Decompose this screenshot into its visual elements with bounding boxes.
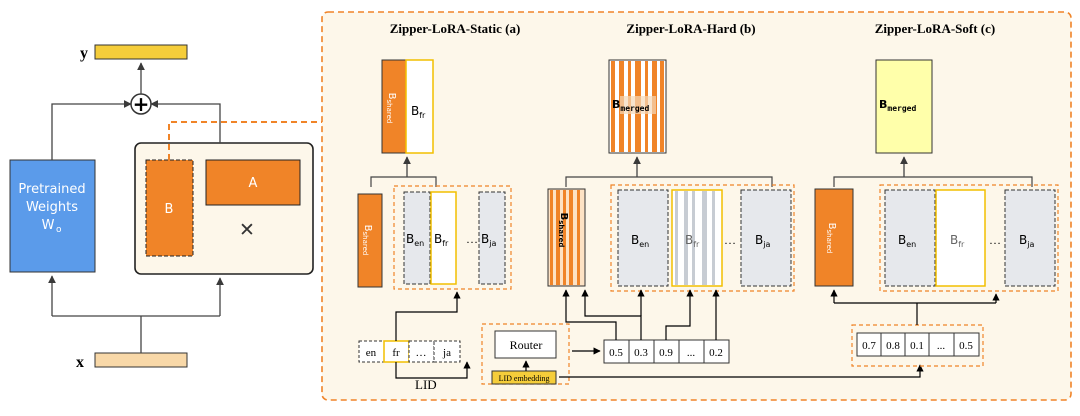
hard-ellipsis: …: [724, 233, 736, 247]
router-box: [494, 330, 557, 359]
soft-weight-3: ...: [937, 340, 946, 352]
soft-weight-2: 0.1: [910, 340, 924, 352]
lid-token-fr-label: fr: [392, 347, 400, 359]
zoom-callout-line: [168, 121, 322, 160]
static-top-bfr: [405, 59, 434, 154]
static-bfr-label: Bfr: [434, 232, 449, 248]
soft-bshared: [814, 188, 854, 287]
hard-merge-bracket: [565, 176, 773, 187]
soft-ellipsis: …: [989, 233, 1001, 247]
static-bja: [478, 191, 506, 285]
soft-bfr: [935, 189, 986, 287]
pretrained-weights-box: [9, 159, 96, 273]
static-bja-label: Bja: [481, 232, 496, 248]
hard-weight-2: 0.9: [659, 347, 673, 359]
soft-weights-row: [856, 332, 980, 357]
lid-embedding-box: [491, 370, 557, 385]
soft-routing-arrows: [830, 289, 1000, 325]
hard-bfr-stripes: [675, 191, 715, 285]
pretrained-label-2: Weights: [26, 200, 78, 215]
static-top-bfr-label: Bfr: [411, 104, 426, 120]
hard-weight-4: 0.2: [709, 347, 723, 359]
output-y-label: y: [80, 45, 88, 62]
lid-label: LID: [415, 377, 437, 392]
soft-weight-0: 0.7: [862, 340, 876, 352]
static-ellipsis: …: [466, 232, 478, 246]
static-top-bshared-label: Bshared: [385, 93, 397, 124]
static-lang-group: [393, 185, 512, 290]
soft-ben: [884, 189, 936, 287]
static-bshared-label: Bshared: [361, 225, 373, 256]
static-bfr: [430, 191, 457, 285]
router-block: Router LID embedding: [481, 323, 924, 385]
hard-variant: Zipper-LoRA-Hard (b) Bmerged Bshared: [547, 21, 795, 364]
lora-a-matrix: [205, 159, 301, 206]
hard-bja-label: Bja: [755, 233, 770, 249]
soft-bja: [1004, 189, 1056, 287]
static-top-bshared: [381, 59, 407, 154]
static-ben-label: Ben: [406, 232, 424, 248]
lid-token-ja-label: ja: [442, 347, 451, 359]
soft-weight-4: 0.5: [959, 340, 973, 352]
pretrained-subscript: o: [56, 225, 62, 235]
lora-b-matrix: [145, 159, 194, 257]
soft-title: Zipper-LoRA-Soft (c): [875, 21, 995, 36]
router-label: Router: [510, 338, 543, 352]
multiply-icon: ✕: [239, 219, 255, 241]
static-title: Zipper-LoRA-Static (a): [390, 21, 521, 36]
lid-embedding-label: LID embedding: [499, 374, 550, 383]
hard-bshared-label: Bshared: [557, 213, 569, 248]
lid-token-en-label: en: [366, 347, 377, 359]
hard-bja: [740, 189, 792, 287]
pretrained-label-1: Pretrained: [18, 182, 85, 197]
plus-symbol: +: [133, 92, 150, 116]
lora-to-plus-arrow: [150, 100, 221, 143]
soft-weight-1: 0.8: [886, 340, 900, 352]
static-merge-bracket: [370, 176, 437, 187]
lid-select-arrow: [395, 291, 461, 341]
lora-b-label: B: [165, 202, 174, 217]
hard-weight-3: ...: [687, 347, 696, 359]
soft-bmerged: [875, 59, 933, 154]
soft-bmerged-label: Bmerged: [879, 98, 916, 113]
lid-token-ja: [433, 340, 461, 363]
soft-merge-bracket: [833, 176, 1033, 187]
soft-bshared-label: Bshared: [825, 223, 837, 254]
input-x-label: x: [76, 354, 84, 371]
hard-bmerged-label: Bmerged: [612, 98, 649, 113]
soft-ben-label: Ben: [898, 233, 916, 249]
hard-ben: [617, 189, 669, 287]
hard-bmerged-label-bg: [620, 96, 656, 114]
hard-routing-arrows: [562, 289, 720, 340]
hard-title: Zipper-LoRA-Hard (b): [626, 21, 755, 36]
lora-a-label: A: [249, 176, 258, 191]
soft-bja-label: Bja: [1019, 233, 1034, 249]
hard-lang-group: [610, 184, 795, 292]
hard-weight-1: 0.3: [634, 347, 648, 359]
pretrained-label-3: W: [42, 218, 55, 233]
lid-to-router-arrow: [395, 361, 471, 379]
hard-ben-label: Ben: [631, 233, 649, 249]
weights-to-plus-arrow: [51, 100, 132, 160]
lid-token-ellipsis-label: …: [416, 347, 427, 359]
soft-variant: Zipper-LoRA-Soft (c) Bmerged Bshared Ben…: [814, 21, 1059, 367]
hard-bfr-label: Bfr: [685, 233, 700, 249]
soft-bfr-label: Bfr: [950, 233, 965, 249]
hard-bshared-stripes: [550, 190, 580, 285]
hard-weight-0: 0.5: [609, 347, 623, 359]
input-x-bar: [94, 352, 188, 368]
lora-module: y + Pretrained Weights W o B A ✕ x: [9, 44, 322, 371]
static-variant: Zipper-LoRA-Static (a) Bshared Bfr Bshar…: [357, 21, 521, 392]
static-ben: [403, 191, 431, 285]
embedding-to-soft-arrow: [559, 364, 924, 378]
static-bshared: [357, 193, 383, 288]
output-y-bar: [94, 44, 188, 60]
soft-lang-group: [879, 184, 1059, 292]
